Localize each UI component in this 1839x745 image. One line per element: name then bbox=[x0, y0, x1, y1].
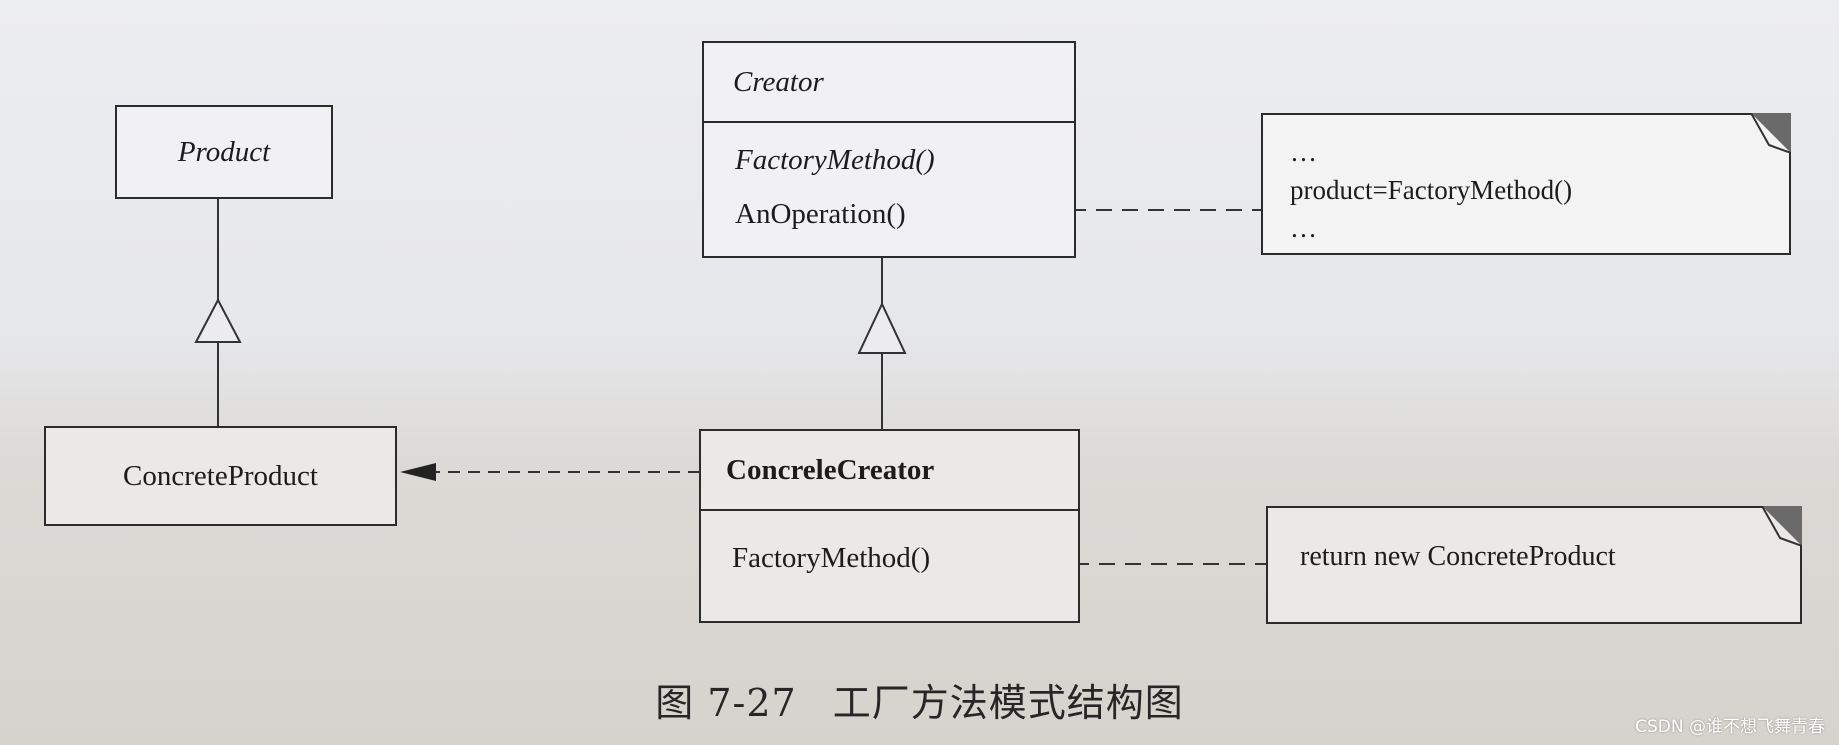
concrete-creator-class: ConcreleCreator FactoryMethod() bbox=[699, 429, 1080, 623]
concrete-creator-note: return new ConcreteProduct bbox=[1266, 506, 1802, 624]
concrete-creator-note-line: return new ConcreteProduct bbox=[1300, 541, 1616, 572]
figure-number: 图 7-27 bbox=[655, 681, 797, 725]
concrete-creator-operations: FactoryMethod() bbox=[701, 511, 1078, 585]
concrete-product-class-name: ConcreteProduct bbox=[123, 459, 318, 492]
figure-title: 工厂方法模式结构图 bbox=[832, 681, 1184, 725]
concrete-product-class: ConcreteProduct bbox=[44, 426, 397, 526]
creator-note-line: … bbox=[1290, 213, 1317, 243]
creator-operation-an-operation: AnOperation() bbox=[735, 198, 906, 230]
product-class: Product bbox=[115, 105, 333, 199]
creator-inheritance-arrowhead bbox=[857, 301, 907, 354]
product-inheritance-arrowhead bbox=[194, 297, 242, 343]
creator-operations: FactoryMethod() AnOperation() bbox=[704, 123, 1074, 241]
creator-note-line: product=FactoryMethod() bbox=[1290, 175, 1573, 205]
concrete-creator-operation-factory-method: FactoryMethod() bbox=[732, 542, 931, 574]
creator-class-name: Creator bbox=[704, 43, 1074, 123]
watermark: CSDN @谁不想飞舞青春 bbox=[1635, 717, 1825, 737]
creator-class: Creator FactoryMethod() AnOperation() bbox=[702, 41, 1076, 258]
creator-note: … product=FactoryMethod() … bbox=[1261, 113, 1791, 255]
creator-operation-factory-method: FactoryMethod() bbox=[735, 144, 935, 176]
product-class-name: Product bbox=[177, 135, 271, 168]
creator-note-line: … bbox=[1290, 137, 1317, 167]
dependency-arrowhead bbox=[400, 463, 436, 481]
figure-caption: 图 7-27 工厂方法模式结构图 bbox=[0, 672, 1839, 727]
concrete-creator-class-name: ConcreleCreator bbox=[701, 431, 1078, 511]
note-fold-icon bbox=[1751, 113, 1791, 153]
note-fold-icon bbox=[1762, 506, 1802, 546]
